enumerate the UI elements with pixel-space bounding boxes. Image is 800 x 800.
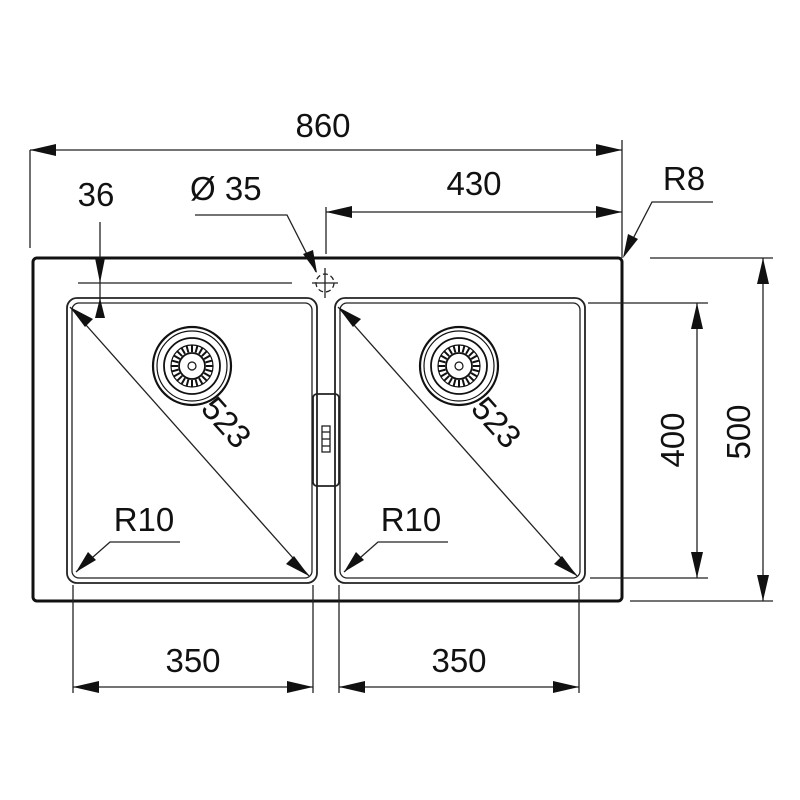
rim-distance-label: 36 [78, 176, 115, 213]
sink-outline [31, 256, 624, 603]
faucet-hole-icon [312, 268, 338, 298]
faucet-hole-label: Ø 35 [190, 170, 262, 207]
bowl-depth-label: 400 [654, 412, 691, 467]
left-bowl-outer [66, 297, 318, 584]
right-bowl-inner [339, 302, 581, 579]
left-bowl-width-label: 350 [165, 642, 220, 679]
overflow-slot-icon [312, 393, 340, 487]
overall-width-label: 860 [295, 107, 350, 144]
right-offset-label: 430 [446, 165, 501, 202]
drain-left-icon [151, 325, 233, 407]
right-bowl-radius-label: R10 [381, 501, 442, 538]
right-diagonal-label: 523 [464, 389, 528, 455]
right-bowl-width-label: 350 [431, 642, 486, 679]
overall-depth-label: 500 [720, 404, 757, 459]
drain-right-icon [418, 325, 500, 407]
left-bowl-inner [71, 302, 313, 579]
left-bowl-radius-label: R10 [114, 501, 175, 538]
right-bowl-outer [334, 297, 586, 584]
corner-radius-label: R8 [663, 160, 705, 197]
